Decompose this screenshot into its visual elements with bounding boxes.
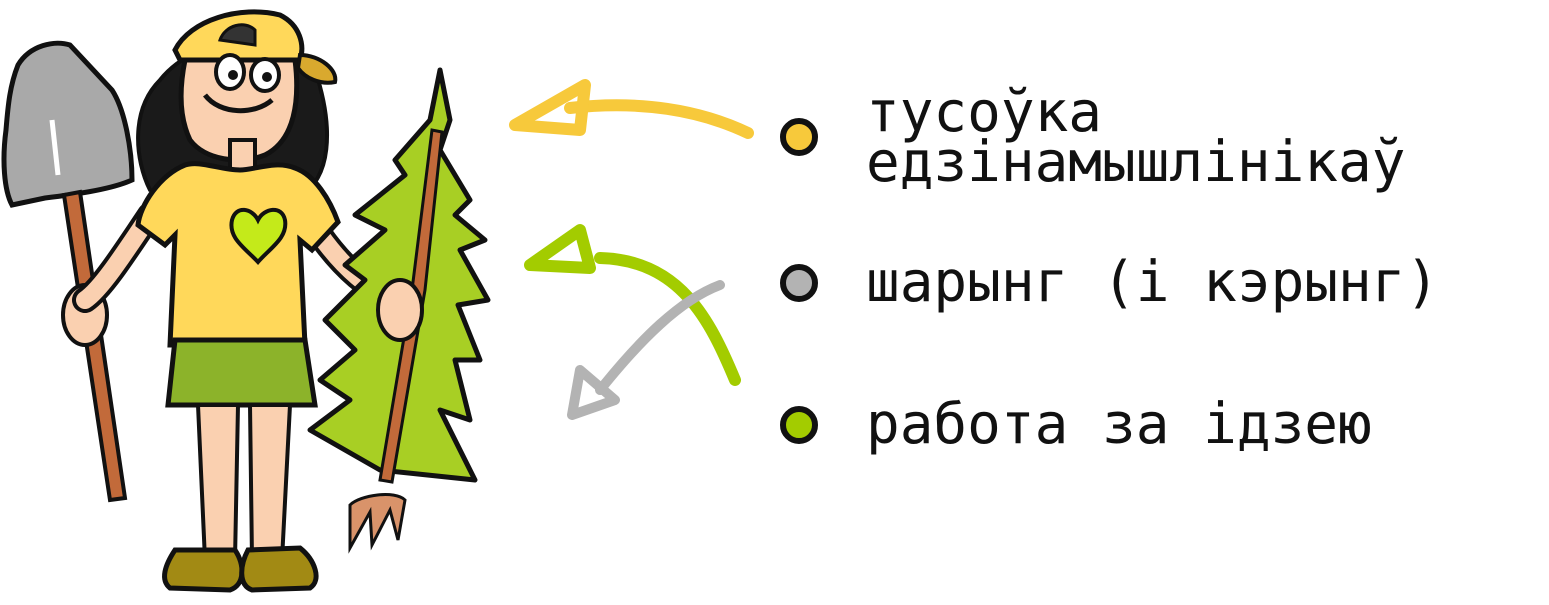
legend-label-line: тусоўка bbox=[866, 80, 1103, 145]
legend-label-line: шарынг (і кэрынг) bbox=[866, 250, 1440, 315]
legend-label-line: работа за ідзею bbox=[866, 392, 1372, 457]
shovel-icon bbox=[1, 40, 135, 503]
legend-dot-gray bbox=[780, 264, 818, 302]
hand-drawn-arrow-icon bbox=[509, 79, 754, 420]
gardener-girl-illustration bbox=[72, 9, 408, 593]
legend-dot-green bbox=[780, 406, 818, 444]
legend-item-work: работа за ідзею bbox=[780, 397, 1372, 453]
legend-label-sharing: шарынг (і кэрынг) bbox=[866, 250, 1440, 315]
legend-dot-yellow bbox=[780, 118, 818, 156]
legend-label-line: едзінамышлінікаў bbox=[866, 130, 1406, 195]
legend-item-sharing: шарынг (і кэрынг) bbox=[780, 255, 1439, 311]
legend-label-work: работа за ідзею bbox=[866, 392, 1372, 457]
legend-label-gathering: тусоўка едзінамышлінікаў bbox=[866, 80, 1406, 195]
fir-tree-icon bbox=[307, 67, 491, 483]
pitchfork-icon bbox=[348, 128, 444, 554]
legend-item-gathering: тусоўка едзінамышлінікаў bbox=[780, 85, 1405, 191]
